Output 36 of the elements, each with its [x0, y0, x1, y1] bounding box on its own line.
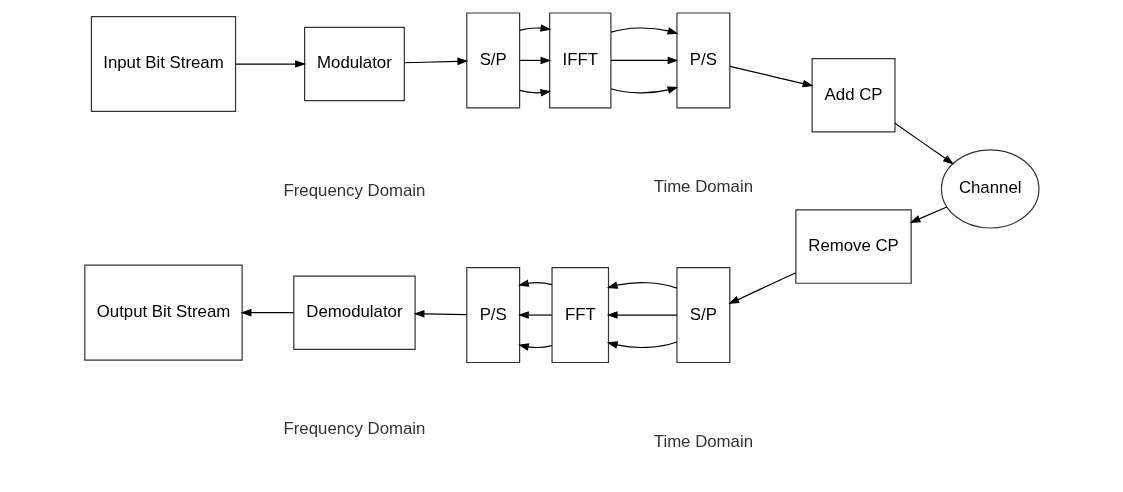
label: Time Domain [653, 431, 753, 451]
node-box: Modulator [303, 26, 405, 102]
arrow [606, 341, 677, 349]
node-box: Remove CP [794, 209, 912, 284]
arrow [517, 343, 552, 351]
node-box: S/P [465, 12, 520, 109]
arrow [606, 311, 677, 319]
label: Frequency Domain [283, 418, 425, 438]
arrow [518, 56, 551, 65]
arrow [909, 206, 947, 224]
arrow [403, 57, 468, 66]
arrow [609, 86, 678, 94]
arrow [240, 308, 294, 317]
arrow [517, 279, 552, 287]
node-box: Output Bit Stream [83, 264, 243, 361]
arrow [517, 311, 552, 319]
node-box: S/P [675, 267, 730, 364]
arrow [606, 281, 677, 289]
node-box: P/S [675, 12, 730, 109]
node-box: Input Bit Stream [90, 15, 236, 113]
node-box: IFFT [548, 12, 611, 109]
arrow [234, 60, 306, 68]
node-box: P/S [465, 267, 520, 364]
arrow [413, 310, 467, 318]
arrow [728, 65, 813, 88]
label: Frequency Domain [283, 180, 425, 200]
arrow [609, 56, 678, 65]
arrow [893, 122, 954, 165]
arrow [609, 27, 678, 35]
node-box: FFT [550, 267, 609, 364]
node-box: Demodulator [292, 275, 416, 350]
arrow [518, 24, 551, 32]
arrow [727, 272, 796, 305]
node-box: Add CP [811, 58, 896, 133]
label: Time Domain [653, 177, 753, 197]
arrow [518, 89, 551, 97]
